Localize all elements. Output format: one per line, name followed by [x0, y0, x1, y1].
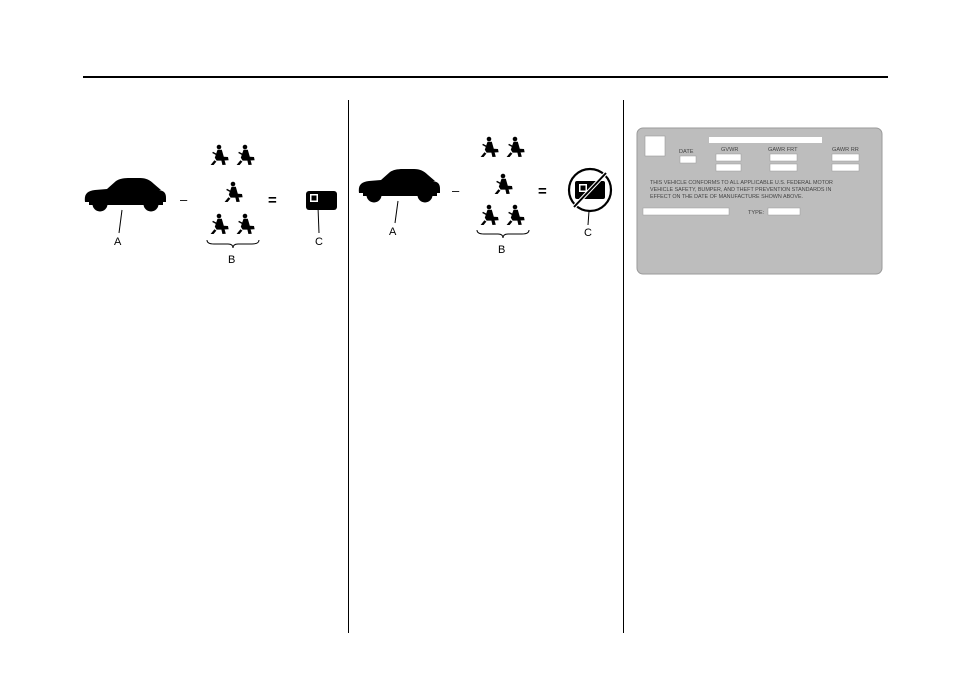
seatbelt-icon	[211, 214, 229, 234]
field-date: DATE	[679, 149, 694, 155]
certification-label: DATE GVWR GAWR FRT GAWR RR THIS VEHICLE …	[637, 128, 882, 274]
seatbelt-icon	[507, 205, 525, 225]
equals-sign: =	[538, 183, 547, 200]
statement-line-1: THIS VEHICLE CONFORMS TO ALL APPLICABLE …	[650, 180, 833, 186]
minus-sign: –	[452, 183, 460, 198]
no-load-icon	[569, 169, 611, 211]
minus-sign: –	[180, 192, 188, 207]
field-gawr-frt: GAWR FRT	[768, 147, 798, 153]
label-b: B	[498, 244, 505, 256]
seatbelt-icon	[237, 145, 255, 165]
label-a: A	[114, 236, 122, 248]
figure-2: A – B = C	[359, 137, 611, 256]
figure-1: A – B = C	[85, 145, 337, 266]
label-b: B	[228, 254, 235, 266]
label-c: C	[315, 236, 323, 248]
vehicle-icon	[359, 169, 440, 203]
label-a: A	[389, 226, 397, 238]
seatbelt-icon	[225, 182, 243, 202]
seatbelt-icon	[211, 145, 229, 165]
label-c: C	[584, 227, 592, 239]
seatbelt-icon	[481, 137, 499, 157]
field-gawr-rr: GAWR RR	[832, 147, 859, 153]
statement-line-2: VEHICLE SAFETY, BUMPER, AND THEFT PREVEN…	[650, 187, 832, 193]
equals-sign: =	[268, 192, 277, 209]
seatbelt-icon-group	[481, 137, 525, 225]
statement-line-3: EFFECT ON THE DATE OF MANUFACTURE SHOWN …	[650, 194, 803, 200]
brace	[477, 230, 529, 238]
seatbelt-icon	[495, 174, 513, 194]
seatbelt-icon-group	[211, 145, 255, 234]
load-limit-box-icon	[306, 191, 337, 210]
brace	[207, 240, 259, 248]
seatbelt-icon	[507, 137, 525, 157]
seatbelt-icon	[481, 205, 499, 225]
field-type: TYPE:	[748, 210, 765, 216]
field-gvwr: GVWR	[721, 147, 738, 153]
vehicle-icon	[85, 178, 166, 212]
seatbelt-icon	[237, 214, 255, 234]
